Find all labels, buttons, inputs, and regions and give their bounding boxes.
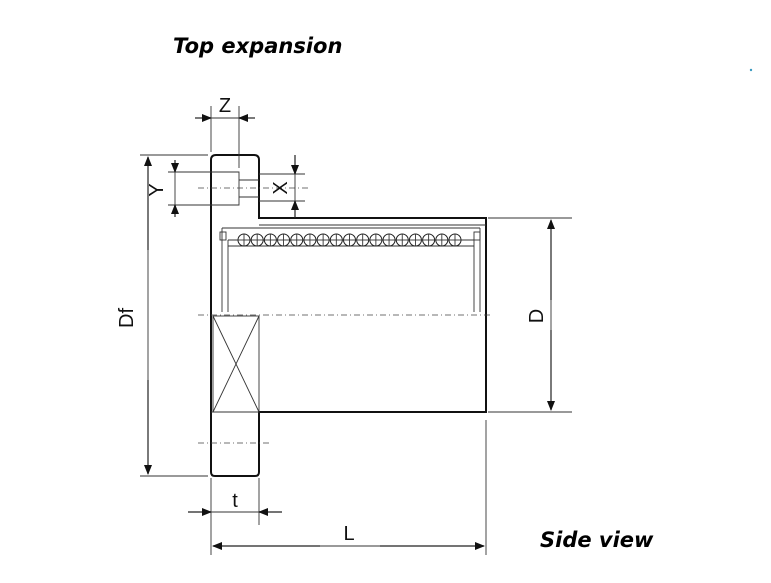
dim-z: Z xyxy=(195,95,255,168)
ball-row xyxy=(237,233,462,247)
speck-dot xyxy=(749,68,753,72)
dim-t: t xyxy=(188,478,282,525)
dim-l: L xyxy=(210,420,487,555)
label-l: L xyxy=(343,523,354,545)
label-t: t xyxy=(232,490,238,512)
dim-x: X xyxy=(259,155,305,218)
flange xyxy=(210,154,487,477)
label-d: D xyxy=(526,309,548,323)
dim-df: Df xyxy=(116,154,208,477)
label-y: Y xyxy=(146,183,168,196)
label-x: X xyxy=(270,181,292,194)
center-lines xyxy=(198,187,490,444)
dim-y: Y xyxy=(146,160,211,217)
label-df: Df xyxy=(116,308,138,328)
caption-side-view: Side view xyxy=(540,528,654,552)
label-z: Z xyxy=(219,95,231,117)
caption-top-expansion: Top expansion xyxy=(173,34,343,58)
dim-d: D xyxy=(488,217,572,413)
